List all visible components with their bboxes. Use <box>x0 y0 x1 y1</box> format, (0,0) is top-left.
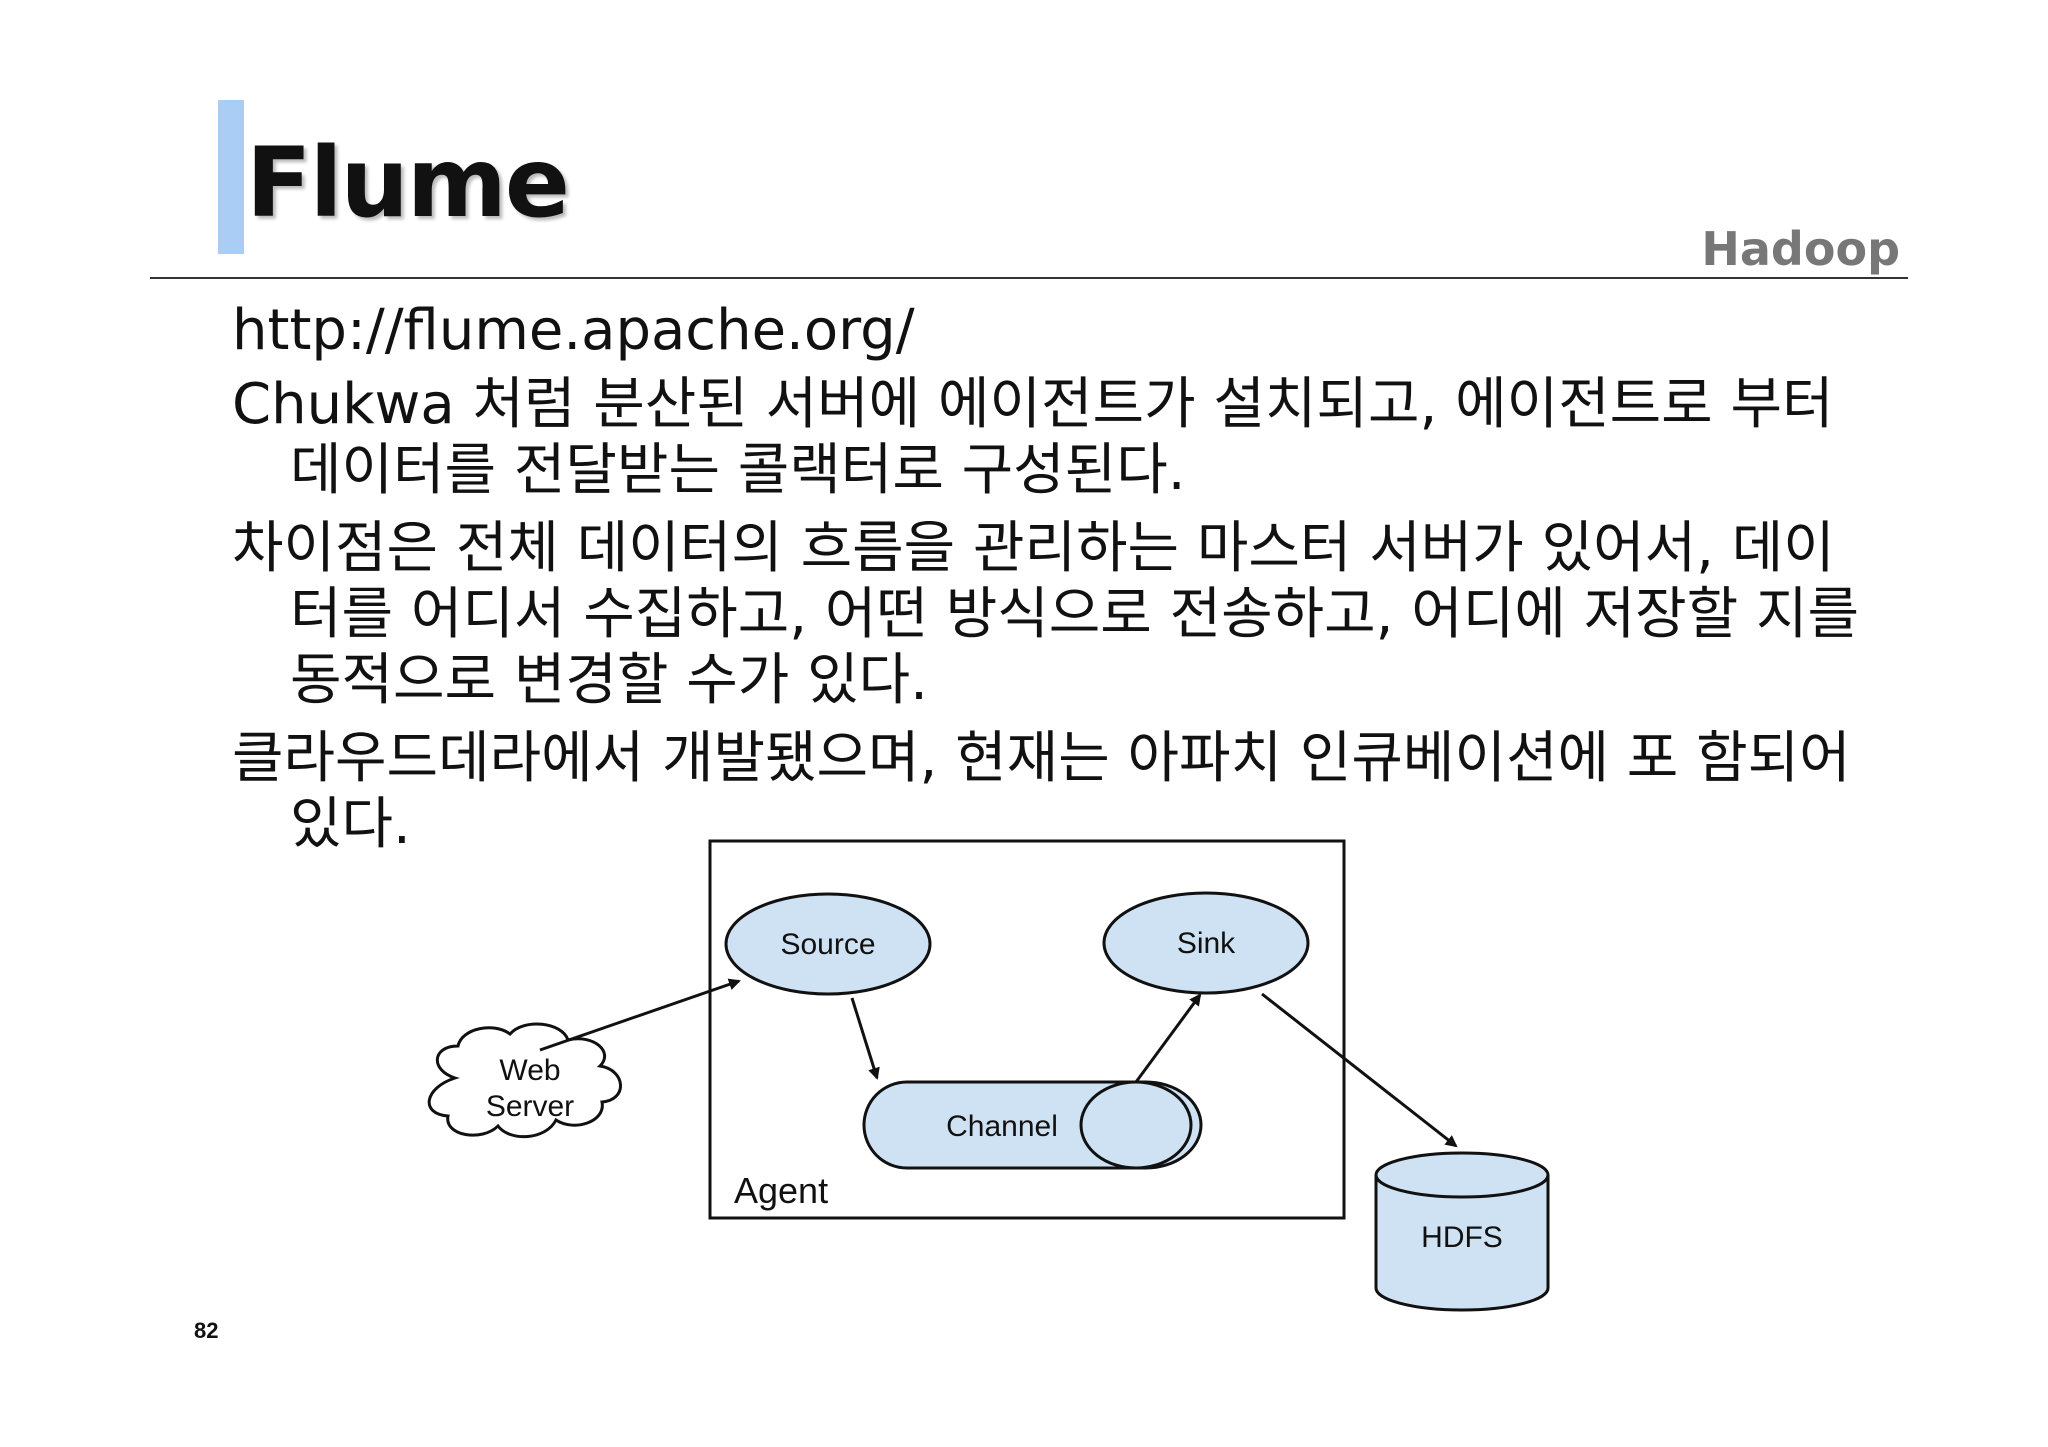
channel-label: Channel <box>946 1110 1058 1143</box>
url-text: http://flume.apache.org/ <box>232 298 915 363</box>
hdfs-label: HDFS <box>1421 1221 1503 1254</box>
source-label: Source <box>780 928 875 961</box>
sink-node <box>1102 891 1310 995</box>
sink-label: Sink <box>1177 927 1236 960</box>
bullet-paragraph: Chukwa 처럼 분산된 서버에 에이전트가 설치되고, 에이전트로 부터 데… <box>232 372 1834 503</box>
agent-label: Agent <box>734 1170 828 1211</box>
arrow-source-to-channel <box>850 997 880 1080</box>
header-rule <box>150 277 1908 279</box>
arrow-web-to-source <box>539 978 741 1052</box>
web-server-node <box>427 1022 622 1139</box>
agent-box <box>708 839 1346 1220</box>
page-number: 82 <box>194 1318 219 1343</box>
bullet-paragraph: 클라우드데라에서 개발됐으며, 현재는 아파치 인큐베이션에 포 함되어 있다. <box>232 726 1851 857</box>
source-node <box>724 892 932 996</box>
slide-title: Flume <box>246 127 570 239</box>
title-accent-bar <box>218 100 244 254</box>
hdfs-top <box>1374 1151 1550 1199</box>
bullet-paragraph: 차이점은 전체 데이터의 흐름을 관리하는 마스터 서버가 있어서, 데이터를 … <box>232 516 1860 713</box>
channel-end-cap <box>1079 1080 1193 1170</box>
web-server-label-line2: Server <box>486 1090 574 1123</box>
slide-body: http://flume.apache.org/ Chukwa 처럼 분산된 서… <box>232 298 1872 870</box>
hdfs-node <box>1374 1175 1550 1312</box>
arrow-channel-to-sink <box>1134 993 1202 1083</box>
arrow-sink-to-hdfs <box>1261 992 1458 1148</box>
section-label: Hadoop <box>1701 222 1900 276</box>
web-server-label-line1: Web <box>499 1054 560 1087</box>
